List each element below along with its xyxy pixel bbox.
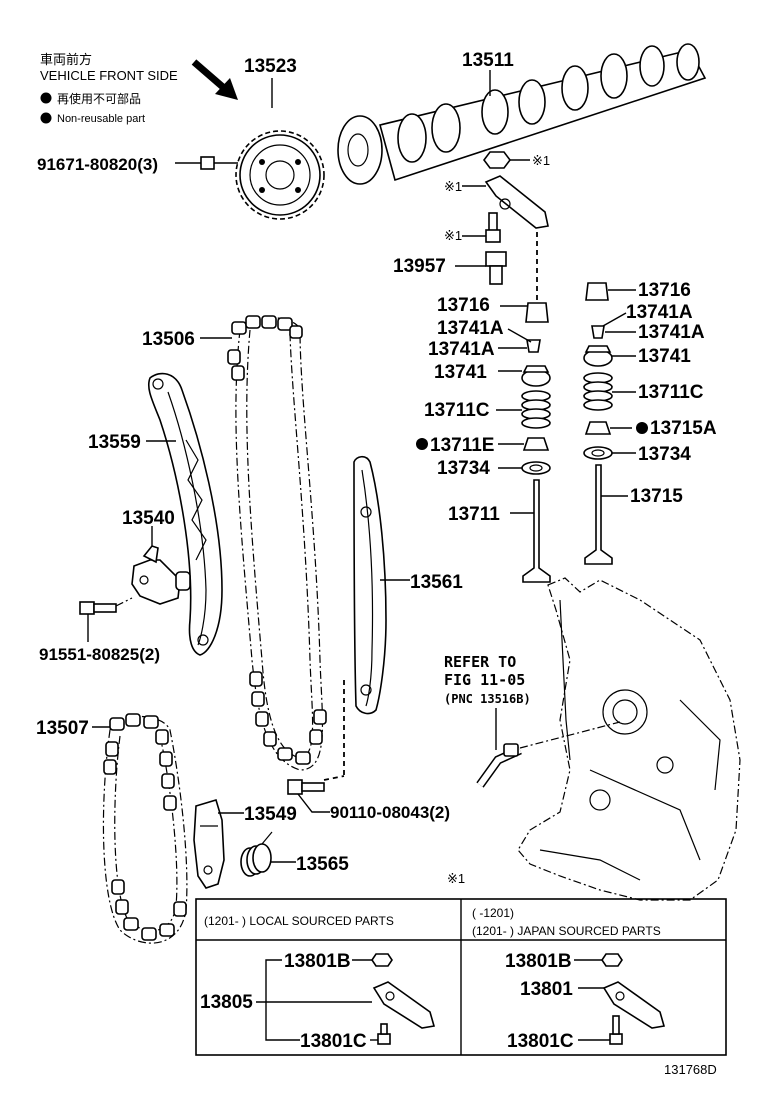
label-13559: 13559 (88, 432, 141, 453)
label-13711: 13711 (448, 504, 500, 525)
table-right-header-1: ( -1201) (472, 906, 514, 920)
guide-bolt (287, 779, 330, 813)
valve-stack-left (496, 302, 551, 583)
label-91551-80825: 91551-80825(2) (39, 645, 160, 664)
label-13716-left: 13716 (437, 295, 490, 316)
tensioner-bolt (79, 597, 133, 642)
table-left-13805: 13805 (200, 992, 253, 1013)
oil-pump-chain-damper (193, 799, 244, 889)
label-13741-right: 13741 (638, 346, 691, 367)
label-13549: 13549 (244, 804, 297, 825)
label-13741A-left-1: 13741A (437, 318, 504, 339)
legend: 車両前方 VEHICLE FRONT SIDE 再使用不可部品 Non-reus… (40, 52, 238, 125)
nonreusable-dot-icon (416, 438, 428, 450)
oil-pump-chain (92, 713, 188, 944)
chain-tensioner (131, 526, 191, 605)
sprocket-bolt (175, 156, 238, 170)
timing-chain (200, 315, 327, 771)
legend-direction-en: VEHICLE FRONT SIDE (40, 68, 178, 83)
label-90110-08043: 90110-08043(2) (330, 803, 450, 822)
table-left-header: (1201- ) LOCAL SOURCED PARTS (204, 914, 394, 928)
label-13711C-left: 13711C (424, 400, 490, 421)
mark1-bolt: ※1 (444, 228, 462, 243)
sourced-parts-table: ※1 (1201- ) LOCAL SOURCED PARTS ( -1201)… (195, 871, 727, 1056)
nonreusable-dot-icon (636, 422, 648, 434)
table-right-rocker-icon (602, 981, 666, 1029)
legend-direction-jp: 車両前方 (40, 52, 92, 67)
label-13511: 13511 (462, 50, 514, 71)
legend-nonreusable-en: Non-reusable part (57, 113, 145, 125)
table-left-rocker-icon (372, 981, 436, 1029)
rocker-nut (483, 151, 530, 169)
label-13715: 13715 (630, 486, 683, 507)
label-13741A-right-1: 13741A (626, 302, 693, 323)
vehicle-front-arrow-icon (191, 59, 238, 100)
table-right-bolt-icon (609, 1033, 623, 1045)
engine-block (517, 577, 741, 901)
damper-spring (240, 831, 296, 877)
table-left-13801C: 13801C (300, 1031, 367, 1052)
table-left-bolt-icon (377, 1033, 391, 1045)
label-13716-right: 13716 (638, 280, 691, 301)
legend-nonreusable-jp: 再使用不可部品 (57, 91, 141, 106)
table-right-13801: 13801 (520, 979, 573, 1000)
label-13565: 13565 (296, 854, 349, 875)
table-mark: ※1 (447, 871, 465, 886)
label-13957: 13957 (393, 256, 446, 277)
label-13734-left: 13734 (437, 458, 490, 479)
label-13741-left: 13741 (434, 362, 487, 383)
lash-adjuster (455, 251, 507, 285)
chain-guide (353, 455, 410, 715)
table-right-13801C: 13801C (507, 1031, 574, 1052)
refer-line-1: REFER TO (444, 653, 516, 671)
label-13711C-right: 13711C (638, 382, 704, 403)
mark1-nut: ※1 (532, 153, 550, 168)
label-13506: 13506 (142, 329, 195, 350)
label-13540: 13540 (122, 508, 175, 529)
camshaft-sprocket (235, 78, 325, 220)
valve-stack-right (583, 282, 636, 565)
label-13523: 13523 (244, 56, 297, 77)
table-right-header-2: (1201- ) JAPAN SOURCED PARTS (472, 924, 661, 938)
nonreusable-dot-icon (40, 112, 52, 124)
figure-code: 131768D (664, 1062, 717, 1077)
camshaft (337, 43, 707, 185)
label-13507: 13507 (36, 718, 89, 739)
refer-line-3: (PNC 13516B) (444, 692, 531, 706)
mark1-rocker: ※1 (444, 179, 462, 194)
label-13741A-left-2: 13741A (428, 339, 495, 360)
table-left-13801B: 13801B (284, 951, 351, 972)
rocker-arm (462, 175, 549, 229)
table-right-nut-icon (601, 953, 623, 967)
assembly-line (323, 775, 345, 781)
chain-slipper (146, 372, 223, 656)
label-13715A: 13715A (650, 418, 717, 439)
rocker-bolt (462, 212, 501, 243)
nonreusable-dot-icon (40, 92, 52, 104)
table-left-nut-icon (371, 953, 393, 967)
label-13561: 13561 (410, 572, 463, 593)
label-13734-right: 13734 (638, 444, 691, 465)
oil-pipe (476, 708, 621, 788)
label-13711E: 13711E (430, 435, 494, 456)
table-right-13801B: 13801B (505, 951, 572, 972)
refer-line-2: FIG 11-05 (444, 671, 525, 689)
label-13741A-right-2: 13741A (638, 322, 705, 343)
label-91671-80820: 91671-80820(3) (37, 155, 158, 174)
